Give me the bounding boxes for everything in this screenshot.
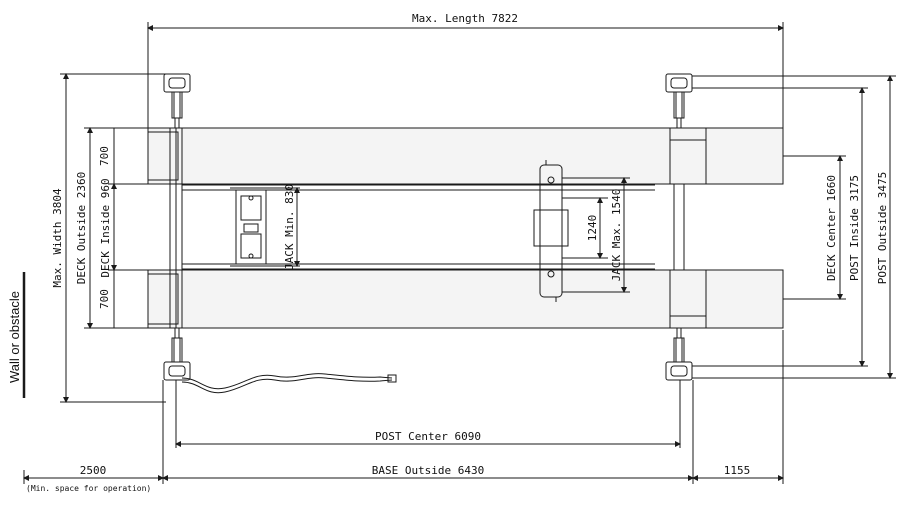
- post-top-left: [163, 73, 191, 129]
- right-clearance-label: 1155: [724, 464, 751, 477]
- crossbeam-right: [673, 184, 685, 270]
- deck-outside-label: DECK Outside 2360: [75, 172, 88, 285]
- post-top-right: [665, 73, 693, 129]
- right-clearance-dimension: [692, 330, 784, 484]
- deck-inside-label: DECK Inside 960: [99, 178, 112, 277]
- jack-max-label: JACK Max. 1540: [610, 189, 623, 282]
- wall-label: Wall or obstacle: [7, 291, 22, 383]
- left-clearance-label: 2500: [80, 464, 107, 477]
- max-length-label: Max. Length 7822: [412, 12, 518, 25]
- max-length-dimension: [147, 22, 784, 128]
- deck-width-top-label: 700: [98, 146, 111, 166]
- deck-width-bottom-label: 700: [98, 289, 111, 309]
- left-clearance-dimension: [23, 470, 164, 484]
- post-center-dimension: [175, 380, 681, 448]
- max-width-label: Max. Width 3804: [51, 188, 64, 288]
- hydraulic-hose: [181, 373, 397, 394]
- deck-center-dimension: [783, 155, 846, 300]
- deck-bottom: [147, 269, 784, 329]
- post-outside-dimension: [692, 75, 896, 379]
- deck-inside-dimension: [108, 128, 148, 328]
- jack-mid-dimension: [562, 197, 608, 259]
- jack-max-dimension: [562, 177, 630, 293]
- post-bottom-right: [665, 327, 693, 381]
- post-inside-label: POST Inside 3175: [848, 175, 861, 281]
- post-inside-dimension: [692, 87, 868, 367]
- deck-top: [147, 127, 784, 185]
- post-center-label: POST Center 6090: [375, 430, 481, 443]
- jack-left: [230, 187, 272, 267]
- min-space-note: (Min. space for operation): [26, 484, 151, 493]
- jack-min-dimension: [268, 187, 300, 267]
- post-bottom-left: [163, 327, 191, 381]
- base-outside-dimension: [162, 380, 694, 484]
- jack-min-label: JACK Min. 830: [283, 184, 296, 270]
- jack-mid-label: 1240: [586, 215, 599, 242]
- max-width-dimension: [60, 73, 166, 403]
- deck-outside-dimension: [84, 127, 148, 329]
- crossbeam-left: [169, 128, 183, 328]
- post-outside-label: POST Outside 3475: [876, 172, 889, 285]
- deck-center-label: DECK Center 1660: [825, 175, 838, 281]
- base-outside-label: BASE Outside 6430: [372, 464, 485, 477]
- jack-right: [533, 160, 569, 302]
